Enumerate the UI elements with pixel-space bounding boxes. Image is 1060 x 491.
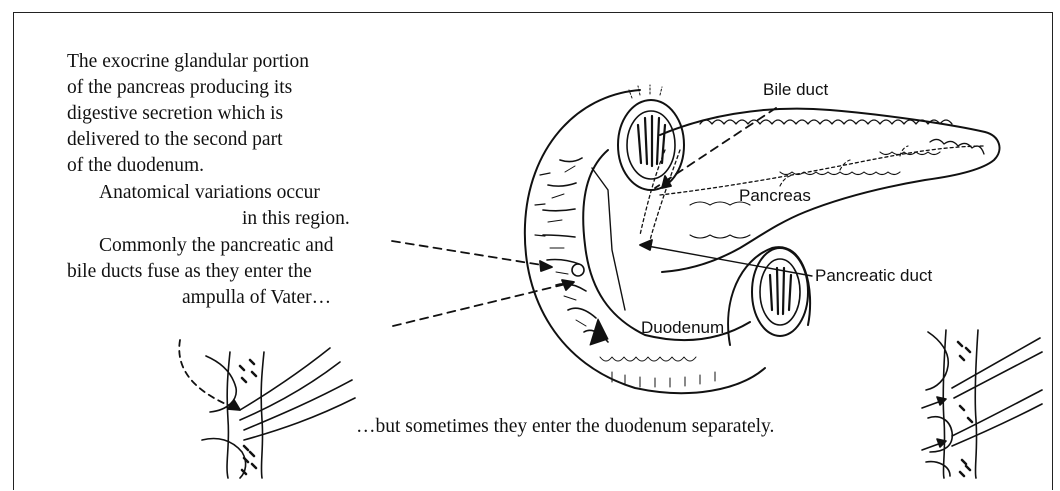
label-pancreatic-duct: Pancreatic duct — [815, 266, 932, 286]
variation-note-line2: in this region. — [242, 206, 350, 231]
label-pancreas: Pancreas — [739, 186, 811, 206]
main-caption-line: delivered to the second part — [67, 127, 283, 152]
pancreas-gland-drawing — [640, 109, 1000, 272]
fusion-note-line2: bile ducts fuse as they enter the — [67, 259, 312, 284]
fusion-note-line3: ampulla of Vater… — [182, 285, 331, 310]
main-caption-line: digestive secretion which is — [67, 101, 283, 126]
fusion-note-line1: Commonly the pancreatic and — [99, 233, 333, 258]
inset-fused-ducts — [202, 348, 355, 478]
label-bile-duct: Bile duct — [763, 80, 828, 100]
label-duodenum: Duodenum — [641, 318, 724, 338]
duodenum-cut-end-top — [618, 85, 684, 190]
inset-separate-ducts — [922, 330, 1042, 478]
main-caption-line: of the duodenum. — [67, 153, 204, 178]
variation-note-line1: Anatomical variations occur — [99, 180, 320, 205]
separate-ducts-note: …but sometimes they enter the duodenum s… — [356, 414, 774, 439]
main-caption-line: of the pancreas producing its — [67, 75, 292, 100]
duodenum-cut-end-bottom — [728, 247, 810, 345]
main-caption-line: The exocrine glandular portion — [67, 49, 309, 74]
